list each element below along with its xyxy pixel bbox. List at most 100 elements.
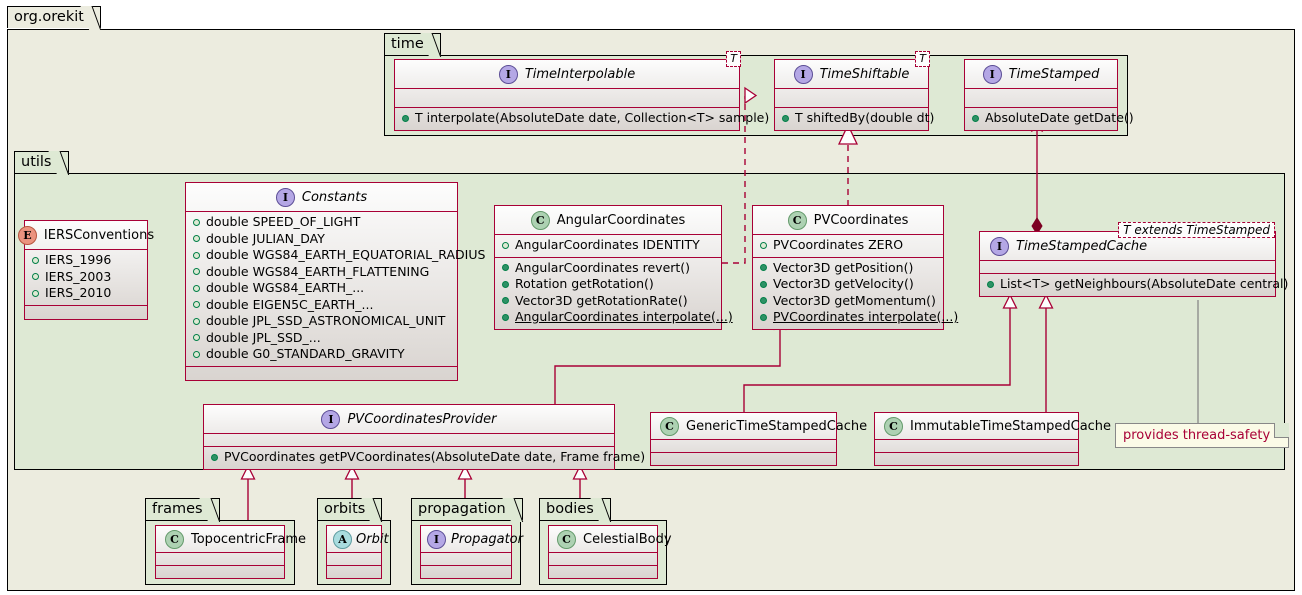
class-methods-immutabletimestampedcache [875,453,1078,465]
member-row: double SPEED_OF_LIGHT [186,214,457,231]
divider [421,565,511,566]
class-header-propagator: I Propagator [421,526,523,552]
class-box-propagator[interactable]: I Propagator [420,525,523,579]
package-label-orbits: orbits [324,501,366,517]
class-badge-icon: C [530,210,550,230]
member-row: Vector3D getVelocity() [753,276,943,293]
divider [327,552,381,553]
divider [753,256,943,258]
member-row: AngularCoordinates interpolate(...) [495,309,733,326]
class-box-constants[interactable]: I Constants double SPEED_OF_LIGHT double… [185,182,485,381]
member-label: double G0_STANDARD_GRAVITY [206,346,405,361]
class-methods-timestamped: AbsoluteDate getDate() [965,108,1134,130]
class-box-pvcoordinatesprovider[interactable]: I PVCoordinatesProvider PVCoordinates ge… [203,404,645,470]
class-methods-angularcoordinates: AngularCoordinates revert() Rotation get… [495,258,733,329]
class-box-generictimestampedcache[interactable]: C GenericTimeStampedCache [650,412,867,466]
class-header-iersconventions: E IERSConventions [17,221,154,249]
public-method-icon [211,453,218,461]
class-box-timestamped[interactable]: I TimeStamped AbsoluteDate getDate() [964,59,1134,131]
member-row: AbsoluteDate getDate() [965,110,1134,127]
divider [25,304,147,306]
member-row: PVCoordinates getPVCoordinates(AbsoluteD… [204,449,645,466]
class-fields-pvcoordinatesprovider [204,434,614,446]
class-box-pvcoordinates[interactable]: C PVCoordinates PVCoordinates ZERO Vecto… [752,205,958,330]
package-tab-time[interactable]: time [384,33,441,55]
class-fields-pvcoordinates: PVCoordinates ZERO [753,235,943,257]
class-box-topocentricframe[interactable]: C TopocentricFrame [155,525,306,579]
class-name-pvcoordinatesprovider: PVCoordinatesProvider [347,411,497,427]
note-thread-safety[interactable]: provides thread-safety [1115,423,1290,448]
divider [204,433,614,434]
class-box-celestialbody[interactable]: C CelestialBody [548,525,672,579]
member-label: IERS_1996 [45,252,112,267]
class-name-pvcoordinates: PVCoordinates [813,212,909,228]
class-box-immutabletimestampedcache[interactable]: C ImmutableTimeStampedCache [874,412,1111,466]
member-row: Vector3D getRotationRate() [495,293,721,310]
package-tab-bodies[interactable]: bodies [539,498,611,520]
member-label: T interpolate(AbsoluteDate date, Collect… [415,110,770,125]
member-label: Vector3D getPosition() [773,259,914,275]
member-label: double WGS84_EARTH_... [206,280,365,295]
member-row: PVCoordinates ZERO [753,237,943,254]
package-label-frames: frames [152,501,203,517]
package-tab-frames[interactable]: frames [145,498,220,520]
divider [395,88,739,89]
package-label-bodies: bodies [546,501,594,517]
member-label: List<T> getNeighbours(AbsoluteDate centr… [1000,276,1289,291]
class-fields-orbit [327,553,381,565]
class-header-timestampedcache: I TimeStampedCache [980,232,1275,260]
member-row: List<T> getNeighbours(AbsoluteDate centr… [980,276,1288,293]
class-fields-iersconventions: IERS_1996 IERS_2003 IERS_2010 [25,250,147,305]
class-box-timestampedcache[interactable]: T extends TimeStamped I TimeStampedCache… [979,222,1288,297]
class-methods-pvcoordinatesprovider: PVCoordinates getPVCoordinates(AbsoluteD… [204,447,645,469]
member-label: AngularCoordinates revert() [515,259,691,275]
public-method-icon [760,264,767,272]
member-row: double G0_STANDARD_GRAVITY [186,346,457,363]
class-badge-icon: C [165,529,184,549]
class-box-iersconventions[interactable]: E IERSConventions IERS_1996 IERS_2003 IE… [17,220,154,320]
class-header-pvcoordinates: C PVCoordinates [753,206,943,234]
class-name-timestampedcache: TimeStampedCache [1016,238,1148,254]
class-name-celestialbody: CelestialBody [583,531,672,547]
public-field-icon [32,256,39,264]
member-label: Vector3D getRotationRate() [515,292,688,308]
class-methods-generictimestampedcache [651,453,836,465]
class-name-timeinterpolable: TimeInterpolable [524,66,636,82]
public-field-icon [193,350,200,358]
public-field-icon [193,218,200,226]
member-row: IERS_2010 [25,285,147,302]
class-box-timeshiftable[interactable]: T I TimeShiftable T shiftedBy(double dt) [774,51,934,131]
package-tab-propagation[interactable]: propagation [411,498,523,520]
class-fields-timestampedcache [980,261,1275,273]
public-method-icon [502,280,509,288]
public-method-icon [760,280,767,288]
divider [651,439,836,440]
package-tab-orbits[interactable]: orbits [317,498,383,520]
divider [204,446,614,447]
class-methods-timeinterpolable: T interpolate(AbsoluteDate date, Collect… [395,108,769,130]
divider [156,565,284,566]
member-label: double JULIAN_DAY [206,230,325,246]
class-box-angularcoordinates[interactable]: C AngularCoordinates AngularCoordinates … [494,205,733,330]
class-fields-generictimestampedcache [651,440,836,452]
public-method-icon [502,264,509,272]
class-fields-constants: double SPEED_OF_LIGHT double JULIAN_DAY … [186,212,485,366]
class-header-angularcoordinates: C AngularCoordinates [495,206,721,234]
member-label: IERS_2003 [45,268,112,284]
package-tab-org-orekit[interactable]: org.orekit [7,6,101,28]
class-fields-celestialbody [549,553,657,565]
divider [421,552,511,553]
class-name-timeshiftable: TimeShiftable [819,66,910,82]
class-methods-timeshiftable: T shiftedBy(double dt) [775,108,934,130]
class-fields-propagator [421,553,511,565]
class-header-immutabletimestampedcache: C ImmutableTimeStampedCache [875,413,1111,439]
member-label: double JPL_SSD_ASTRONOMICAL_UNIT [206,313,446,328]
class-box-orbit[interactable]: A Orbit [326,525,389,579]
package-tab-utils[interactable]: utils [14,151,69,173]
divider [875,452,1078,453]
member-label: PVCoordinates getPVCoordinates(AbsoluteD… [224,449,646,464]
class-name-topocentricframe: TopocentricFrame [191,531,306,547]
class-badge-icon: C [557,529,576,549]
class-box-timeinterpolable[interactable]: T I TimeInterpolable T interpolate(Absol… [394,51,769,131]
package-label-time: time [391,36,424,52]
